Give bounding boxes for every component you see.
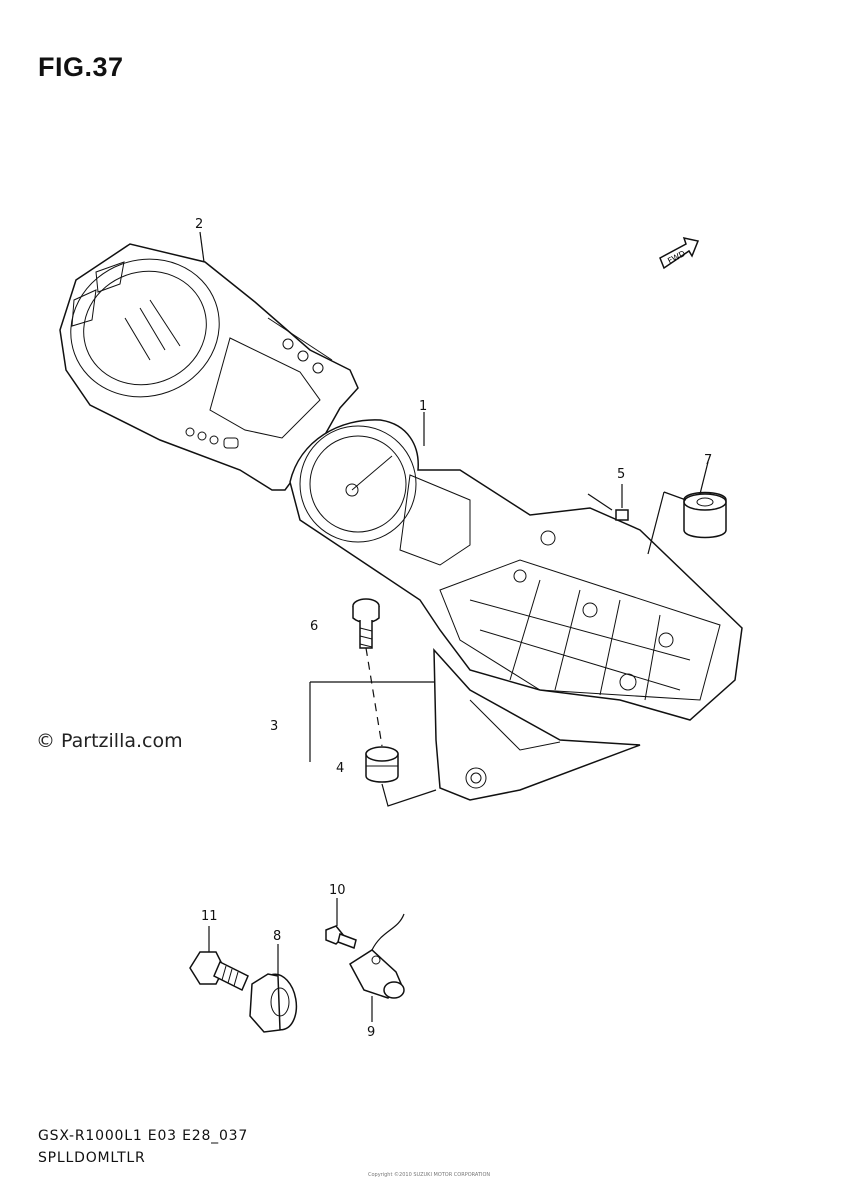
bolt-11-part[interactable] — [189, 951, 249, 992]
callout-5: 5 — [617, 467, 625, 482]
callout-3: 3 — [270, 719, 278, 734]
bolt-10-part[interactable] — [325, 925, 357, 949]
callout-11: 11 — [201, 909, 218, 924]
meter-cover-part[interactable] — [51, 238, 359, 491]
speed-sensor-9-part[interactable] — [349, 913, 405, 999]
callout-9: 9 — [367, 1025, 375, 1040]
callout-8: 8 — [273, 929, 281, 944]
fwd-arrow-icon: FWD — [659, 236, 700, 270]
figure-title: FIG.37 — [38, 52, 124, 82]
callout-10: 10 — [329, 883, 346, 898]
screw-6-part[interactable] — [352, 598, 380, 649]
callout-2: 2 — [195, 217, 203, 232]
partzilla-watermark: © Partzilla.com — [36, 730, 183, 752]
callout-4: 4 — [336, 761, 344, 776]
rotor-8-part[interactable] — [249, 971, 301, 1033]
cushion-7-part[interactable] — [683, 491, 727, 539]
section-name: SPLLDOMLTLR — [38, 1150, 146, 1166]
callout-6: 6 — [310, 619, 318, 634]
svg-text:FWD: FWD — [666, 249, 687, 266]
leader-lines — [199, 231, 709, 1022]
grommet-4-part[interactable] — [365, 746, 399, 783]
bolt-5-part[interactable] — [615, 509, 629, 521]
meter-lower-case-part[interactable] — [433, 647, 641, 801]
model-code: GSX-R1000L1 E03 E28_037 — [38, 1128, 249, 1144]
callout-7: 7 — [704, 453, 712, 468]
meter-assembly-part[interactable] — [289, 419, 743, 721]
copyright-notice: Copyright ©2010 SUZUKI MOTOR CORPORATION — [368, 1172, 491, 1178]
callout-1: 1 — [419, 399, 427, 414]
